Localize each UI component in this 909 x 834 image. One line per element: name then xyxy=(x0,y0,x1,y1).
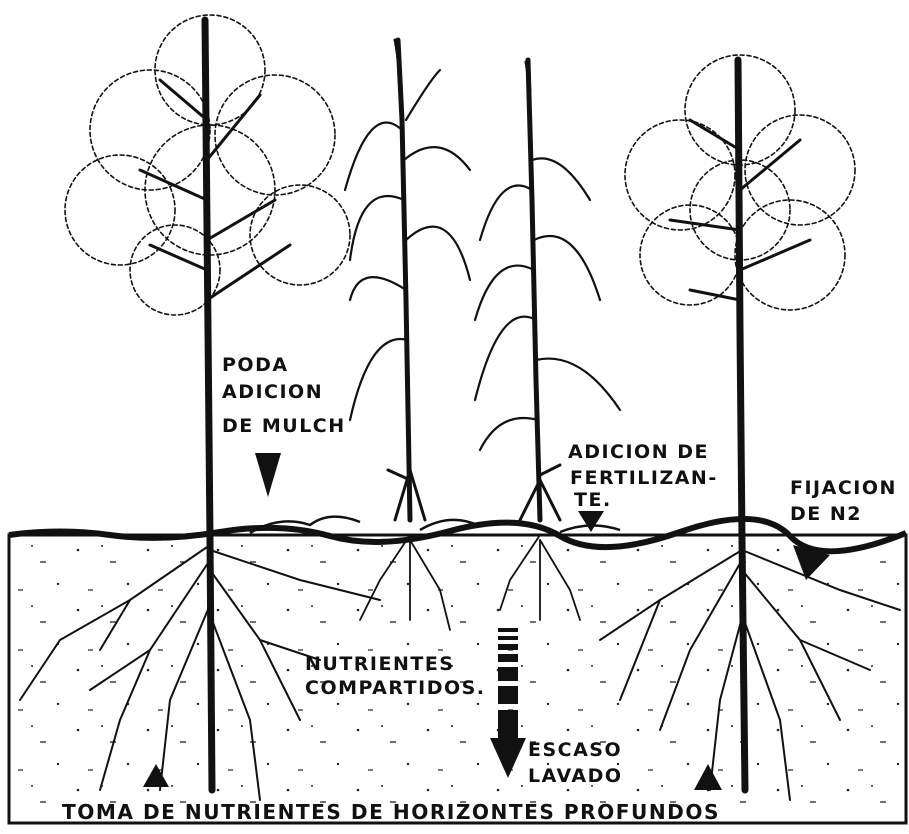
leaching-label-line2: LAVADO xyxy=(528,765,623,787)
pruning-label-line1: PODA xyxy=(222,354,289,376)
nitrogen-label-line2: DE N2 xyxy=(790,503,862,525)
nitrogen-label-line1: FIJACION xyxy=(790,477,897,499)
pruning-mulch-label: PODA ADICION DE MULCH xyxy=(222,354,346,437)
deep-uptake-caption: TOMA DE NUTRIENTES DE HORIZONTES PROFUND… xyxy=(62,800,720,824)
fertilizer-label-line2: FERTILIZAN- xyxy=(570,467,718,489)
nutrients-label-line2: COMPARTIDOS. xyxy=(305,677,486,699)
right-maize-leaves xyxy=(475,158,620,450)
nitrogen-fixation-label: FIJACION DE N2 xyxy=(790,477,897,525)
fertilizer-label-line1: ADICION DE xyxy=(568,441,709,463)
mulch-arrow-icon xyxy=(255,453,281,497)
nutrients-label-line1: NUTRIENTES xyxy=(305,653,455,675)
leaching-label-line1: ESCASO xyxy=(528,739,622,761)
fertilizer-arrow-icon xyxy=(578,511,604,532)
pruning-label-line3: DE MULCH xyxy=(222,415,346,437)
fertilizer-label: ADICION DE FERTILIZAN- TE. xyxy=(568,441,718,511)
fertilizer-label-line3: TE. xyxy=(574,489,612,511)
pruning-label-line2: ADICION xyxy=(222,381,323,403)
